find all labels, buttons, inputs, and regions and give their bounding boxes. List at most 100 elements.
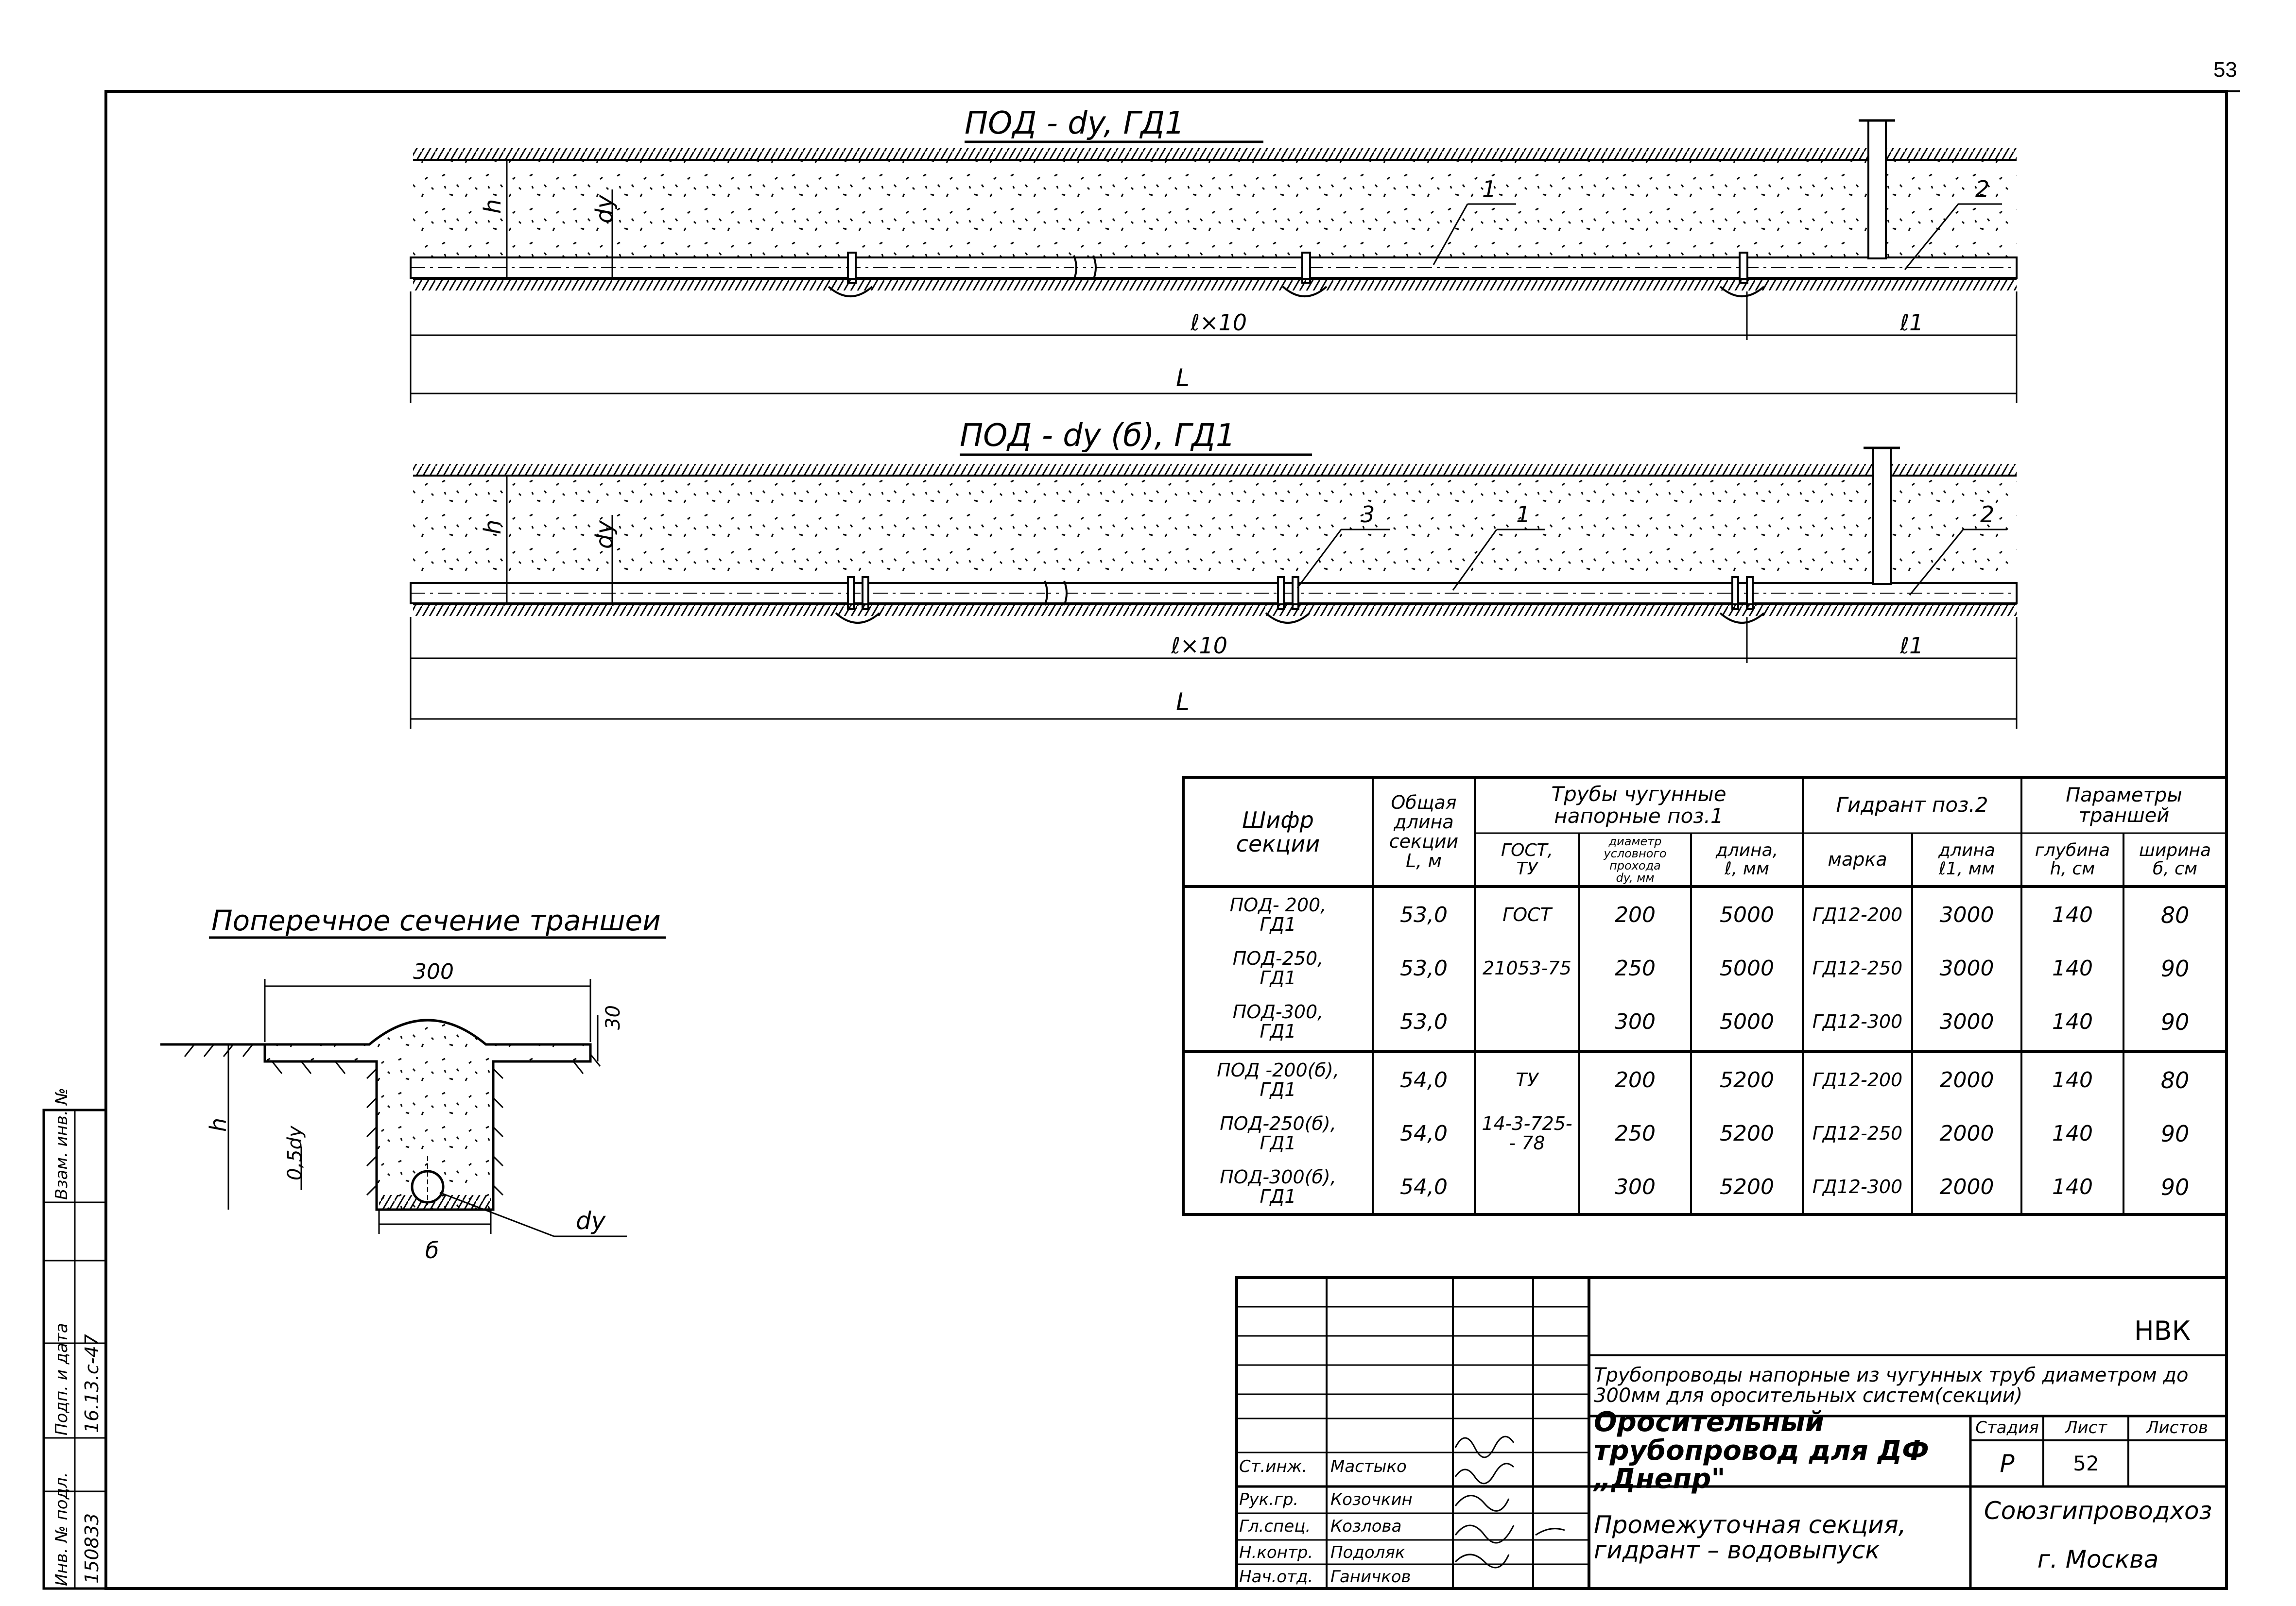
table-cell-length: 53,0 — [1400, 956, 1448, 981]
table-cell-diameter: 200 — [1615, 1067, 1656, 1093]
th-pipe-length: длина, ℓ, мм — [1715, 840, 1778, 879]
table-cell-diameter: 250 — [1615, 1121, 1656, 1146]
table-cell-depth: 140 — [2052, 1009, 2093, 1034]
table-cell-hydrant-length: 2000 — [1939, 1121, 1994, 1146]
th-width: ширина б, см — [2139, 840, 2211, 879]
table-cell-diameter: 300 — [1615, 1009, 1656, 1034]
dim-l1-1: ℓ1 — [1899, 309, 1923, 336]
table-cell-width: 90 — [2160, 955, 2190, 982]
dim-dy-section: dy — [576, 1207, 606, 1235]
table-cell-cipher: ПОД- 200, ГД1 — [1229, 894, 1327, 935]
staff-role: Ст.инж. — [1239, 1457, 1308, 1477]
table-cell-hydrant-length: 3000 — [1939, 902, 1994, 927]
th-trench: Параметры траншей — [2066, 784, 2182, 827]
th-depth: глубина h, см — [2035, 840, 2110, 879]
dim-L-2: L — [1176, 688, 1190, 716]
th-pipes: Трубы чугунные напорные поз.1 — [1551, 782, 1726, 828]
dim-dy-1: dy — [591, 195, 618, 223]
backfill-1 — [413, 161, 2017, 256]
code: НВК — [2134, 1315, 2191, 1346]
table-cell-pipe-length: 5000 — [1720, 956, 1774, 981]
subject: Трубопроводы напорные из чугунных труб д… — [1594, 1364, 2189, 1407]
table-cell-pipe-length: 5200 — [1720, 1121, 1774, 1146]
table-cell-diameter: 250 — [1615, 956, 1656, 981]
table-cell-brand: ГД12-300 — [1812, 1176, 1903, 1198]
table-cell-brand: ГД12-200 — [1812, 1069, 1903, 1091]
table-cell-depth: 140 — [2052, 902, 2093, 927]
drawing-1: ПОД - dy, ГД1 h dy 1 2 — [410, 105, 2018, 403]
table-cell-cipher: ПОД-300, ГД1 — [1232, 1001, 1324, 1042]
dim-h-section: h — [205, 1118, 231, 1132]
table-cell-width: 80 — [2160, 902, 2190, 928]
table-cell-length: 54,0 — [1400, 1067, 1448, 1093]
staff-role: Рук.гр. — [1239, 1490, 1299, 1510]
sheets-label: Листов — [2146, 1418, 2208, 1438]
dim-h-1: h — [479, 199, 506, 214]
th-diameter: диаметр условного прохода dy, мм — [1604, 834, 1667, 885]
staff-name: Козлова — [1330, 1517, 1402, 1537]
table-cell-cipher: ПОД-250, ГД1 — [1232, 948, 1324, 989]
dim-L-1: L — [1176, 364, 1190, 392]
dim-lx10-2: ℓ×10 — [1171, 632, 1227, 659]
table-cell-cipher: ПОД -200(б), ГД1 — [1217, 1059, 1339, 1100]
drawing-2: ПОД - dy (б), ГД1 h dy 3 1 2 ℓ×10 — [410, 418, 2018, 729]
table-cell-depth: 140 — [2052, 1067, 2093, 1093]
th-hydrant: Гидрант поз.2 — [1836, 793, 1988, 817]
staff-name: Козочкин — [1330, 1490, 1413, 1510]
table-cell-gost — [1477, 1161, 1577, 1213]
dim-half-dy: 0,5dy — [284, 1125, 306, 1180]
table-cell-width: 90 — [2160, 1174, 2190, 1200]
table-cell-depth: 140 — [2052, 1174, 2093, 1199]
table-cell-width: 90 — [2160, 1120, 2190, 1147]
page-number: 53 — [2213, 58, 2237, 82]
pos-1-label-2: 1 — [1516, 501, 1530, 528]
stamp-date-value: 16.13.с-47 — [81, 1334, 103, 1433]
title-block-grid — [1235, 1276, 2228, 1590]
table-cell-hydrant-length: 3000 — [1939, 1009, 1994, 1034]
table-cell-cipher: ПОД-250(б), ГД1 — [1220, 1113, 1336, 1154]
dim-width: 300 — [413, 959, 454, 984]
th-total-length: Общая длина секции L, м — [1389, 792, 1459, 871]
city: г. Москва — [2037, 1545, 2159, 1573]
th-gost: ГОСТ, ТУ — [1501, 840, 1553, 879]
table-cell-pipe-length: 5200 — [1720, 1067, 1774, 1093]
table-cell-length: 54,0 — [1400, 1121, 1448, 1146]
table-cell-width: 80 — [2160, 1067, 2190, 1093]
hydrant-riser-1 — [1867, 120, 1887, 259]
staff-role: Н.контр. — [1239, 1543, 1313, 1563]
backfill-2 — [413, 477, 2017, 582]
object: Оросительный трубопровод для ДФ „Днепр" — [1594, 1406, 1929, 1495]
table-cell-brand: ГД12-200 — [1812, 904, 1903, 926]
sheet-value: 52 — [2073, 1451, 2099, 1475]
table-cell-depth: 140 — [2052, 956, 2093, 981]
staff-name: Мастыко — [1330, 1457, 1407, 1477]
th-cipher: Шифр секции — [1236, 807, 1320, 857]
pipe-section — [411, 1170, 445, 1204]
staff-role: Гл.спец. — [1239, 1517, 1311, 1537]
organization: Союзгипроводхоз — [1984, 1496, 2212, 1525]
table-cell-length: 53,0 — [1400, 1009, 1448, 1034]
table-cell-hydrant-length: 2000 — [1939, 1067, 1994, 1093]
th-brand: марка — [1828, 849, 1887, 871]
drawing-2-title: ПОД - dy (б), ГД1 — [960, 418, 1236, 454]
table-cell-diameter: 200 — [1615, 902, 1656, 927]
sheet-label: Лист — [2065, 1418, 2107, 1438]
table-cell-gost: ТУ — [1516, 1069, 1538, 1091]
table-cell-brand: ГД12-250 — [1812, 957, 1903, 979]
sheets-value — [2130, 1442, 2225, 1486]
dim-lx10-1: ℓ×10 — [1190, 309, 1247, 336]
table-cell-pipe-length: 5000 — [1720, 1009, 1774, 1034]
stamp-replace-label: Взам. инв. № — [52, 1088, 71, 1200]
table-cell-diameter: 300 — [1615, 1174, 1656, 1199]
table-cell-brand: ГД12-250 — [1812, 1123, 1903, 1145]
th-hydrant-length: длина ℓ1, мм — [1938, 840, 1995, 879]
table-cell-width: 90 — [2160, 1008, 2190, 1035]
stamp-inv-value: 150833 — [81, 1513, 103, 1584]
spec-table-grid — [1182, 776, 2228, 1216]
dim-l1-2: ℓ1 — [1899, 632, 1923, 659]
sheet-title: Промежуточная секция, гидрант – водовыпу… — [1594, 1510, 1906, 1564]
table-cell-hydrant-length: 2000 — [1939, 1174, 1994, 1199]
table-cell-gost: 21053-75 — [1483, 957, 1571, 979]
table-cell-length: 54,0 — [1400, 1174, 1448, 1199]
